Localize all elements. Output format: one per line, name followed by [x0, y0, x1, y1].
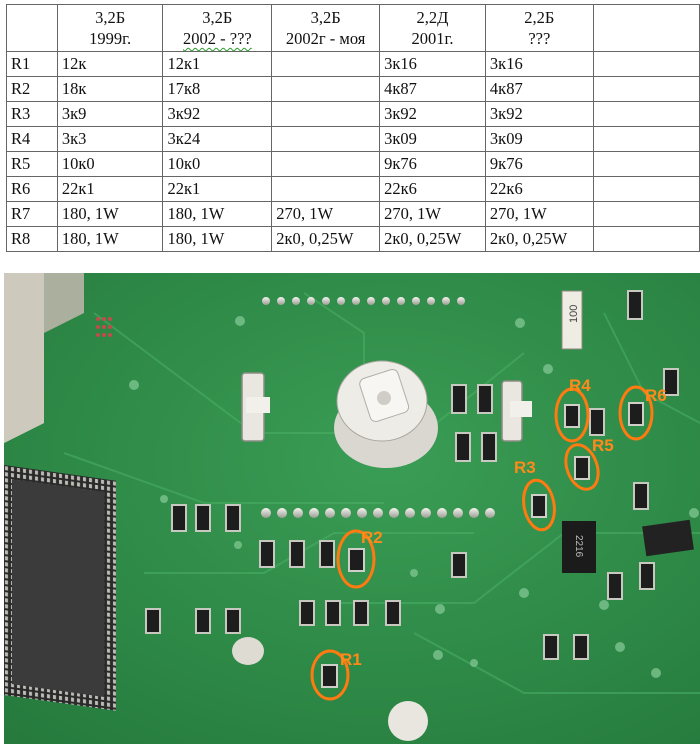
marker-ring-r4: [554, 387, 590, 443]
resistor-name-cell: R8: [6, 226, 58, 252]
resistor-value-cell: 12к: [56, 51, 164, 77]
resistor-name-cell: R2: [6, 76, 58, 102]
resistor-value-cell: 3к09: [379, 126, 486, 152]
resistor-value-cell: 4к87: [379, 76, 486, 102]
resistor-value-cell: [271, 76, 381, 102]
resistor-value-cell: 270, 1W: [271, 201, 381, 227]
resistor-value-cell: [592, 151, 700, 177]
resistor-value-cell: 270, 1W: [379, 201, 486, 227]
label-r4: R4: [569, 376, 591, 395]
marker-ring-r5: [564, 443, 600, 491]
label-r2: R2: [361, 528, 383, 547]
pcb-photo: 100 2216: [4, 273, 700, 744]
resistor-value-cell: [271, 151, 381, 177]
label-r1: R1: [340, 650, 362, 669]
resistor-value-cell: 22к6: [379, 176, 486, 202]
resistor-value-cell: 12к1: [162, 51, 273, 77]
resistor-name-cell: R6: [6, 176, 58, 202]
header-cell-5: 2,2Б???: [484, 4, 594, 52]
resistor-name-cell: R3: [6, 101, 58, 127]
resistor-value-cell: 270, 1W: [484, 201, 594, 227]
marked-resistors: R1 R2 R3 R4 R5 R6: [310, 376, 667, 701]
resistor-value-cell: [592, 76, 700, 102]
resistor-value-cell: 18к: [56, 76, 164, 102]
pin-header-middle: [261, 508, 495, 518]
resistor-value-cell: [271, 126, 381, 152]
pcb-board: [4, 273, 700, 744]
resistor-value-cell: 9к76: [484, 151, 594, 177]
transistor-2216: [562, 521, 596, 573]
resistor-value-cell: 3к09: [484, 126, 594, 152]
resistor-value-cell: 2к0, 0,25W: [271, 226, 381, 252]
resistor-name-cell: R1: [6, 51, 58, 77]
resistor-value-cell: 3к16: [484, 51, 594, 77]
resistor-name-cell: R7: [6, 201, 58, 227]
resistor-value-cell: 3к3: [56, 126, 164, 152]
resistor-value-cell: 3к92: [379, 101, 486, 127]
resistor-value-cell: 3к9: [56, 101, 164, 127]
marker-ring-r1: [310, 649, 350, 701]
resistor-value-cell: 180, 1W: [162, 201, 273, 227]
resistor-value-cell: 2к0, 0,25W: [484, 226, 594, 252]
marker-ring-r2: [336, 529, 376, 589]
resistor-value-cell: 3к16: [379, 51, 486, 77]
label-r5: R5: [592, 436, 614, 455]
capacitor-100-label: 100: [568, 305, 580, 323]
resistor-name-cell: R5: [6, 151, 58, 177]
main-ic-chip: [4, 465, 116, 711]
resistor-value-cell: 17к8: [162, 76, 273, 102]
resistor-value-cell: [271, 176, 381, 202]
resistor-value-cell: 180, 1W: [56, 226, 164, 252]
resistor-value-cell: 180, 1W: [162, 226, 273, 252]
resistor-value-cell: [271, 101, 381, 127]
resistor-value-cell: 10к0: [56, 151, 164, 177]
resistor-value-cell: 22к1: [162, 176, 273, 202]
marker-ring-r3: [522, 478, 556, 532]
resistor-value-cell: 22к6: [484, 176, 594, 202]
resistor-value-cell: 10к0: [162, 151, 273, 177]
resistor-value-cell: 9к76: [379, 151, 486, 177]
resistor-value-cell: 2к0, 0,25W: [379, 226, 486, 252]
resistor-value-cell: 3к24: [162, 126, 273, 152]
pin-header-top: [262, 297, 465, 305]
label-r3: R3: [514, 458, 536, 477]
resistor-value-cell: 3к92: [162, 101, 273, 127]
resistor-value-cell: 22к1: [56, 176, 164, 202]
resistor-value-cell: [271, 51, 381, 77]
resistor-value-cell: [592, 176, 700, 202]
resistor-value-cell: [592, 126, 700, 152]
resistor-value-cell: 3к92: [484, 101, 594, 127]
resistor-value-cell: [592, 51, 700, 77]
resistor-name-cell: R4: [6, 126, 58, 152]
smd-components: 100 2216: [96, 290, 699, 741]
resistor-value-cell: 4к87: [484, 76, 594, 102]
label-r6: R6: [645, 386, 667, 405]
transistor-2216-label: 2216: [573, 535, 584, 558]
marker-ring-r6: [618, 385, 654, 441]
header-cell-empty: [6, 4, 58, 52]
resistor-value-cell: [592, 201, 700, 227]
resistor-value-cell: 180, 1W: [56, 201, 164, 227]
capacitor-100: [561, 290, 583, 350]
white-knob: [334, 360, 438, 468]
resistor-value-cell: [592, 226, 700, 252]
header-cell-6: [592, 4, 700, 52]
resistor-value-cell: [592, 101, 700, 127]
